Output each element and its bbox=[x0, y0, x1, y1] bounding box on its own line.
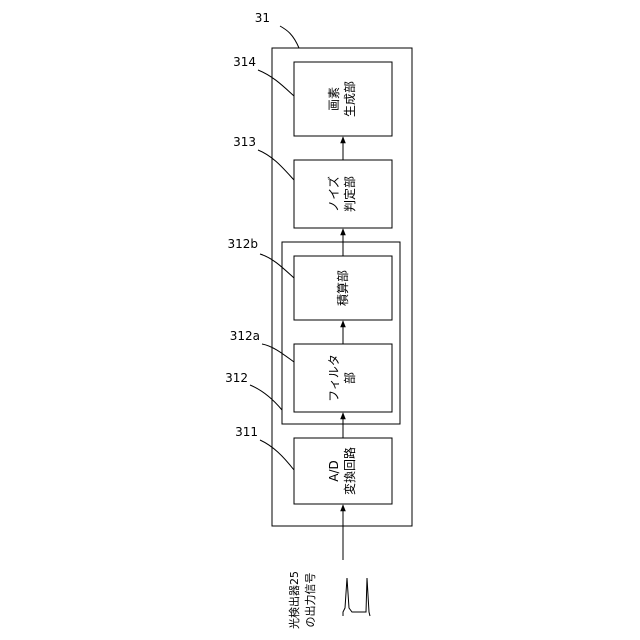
block-313-label-1: ノイズ bbox=[326, 176, 341, 212]
block-313-leader bbox=[258, 150, 294, 180]
block-313-label-2: 判定部 bbox=[342, 176, 357, 212]
block-312b: 積算部 312b bbox=[227, 237, 392, 320]
block-314-label-1: 画素 bbox=[327, 87, 341, 111]
block-312a-label-2: 部 bbox=[342, 372, 357, 384]
block-312a-label-1: フィルタ bbox=[327, 354, 341, 402]
block-314-ref: 314 bbox=[233, 55, 256, 69]
block-311-label-1: A/D bbox=[327, 460, 341, 482]
group-312-ref: 312 bbox=[225, 371, 248, 385]
block-314: 画素 生成部 314 bbox=[233, 55, 392, 136]
block-312a-ref: 312a bbox=[230, 329, 260, 343]
input-signal-label-2: の出力信号 bbox=[303, 573, 317, 628]
block-312a-leader bbox=[262, 344, 294, 362]
input-pulse-waveform bbox=[343, 578, 370, 616]
block-311: A/D 変換回路 311 bbox=[235, 425, 392, 504]
block-313-ref: 313 bbox=[233, 135, 256, 149]
block-314-label-2: 生成部 bbox=[342, 81, 357, 117]
input-signal-label-1: 光検出器25 bbox=[287, 571, 301, 629]
block-312a: フィルタ 部 312a bbox=[230, 329, 392, 412]
group-312-leader bbox=[250, 385, 282, 410]
block-312b-ref: 312b bbox=[227, 237, 258, 251]
block-311-ref: 311 bbox=[235, 425, 258, 439]
block-312b-label-1: 積算部 bbox=[335, 270, 350, 306]
unit-31-leader bbox=[280, 26, 299, 48]
block-311-label-2: 変換回路 bbox=[342, 447, 357, 495]
block-314-leader bbox=[258, 70, 294, 96]
unit-31-ref: 31 bbox=[255, 11, 270, 25]
block-313: ノイズ 判定部 313 bbox=[233, 135, 392, 228]
block-312b-leader bbox=[260, 254, 294, 278]
block-311-leader bbox=[260, 440, 294, 470]
